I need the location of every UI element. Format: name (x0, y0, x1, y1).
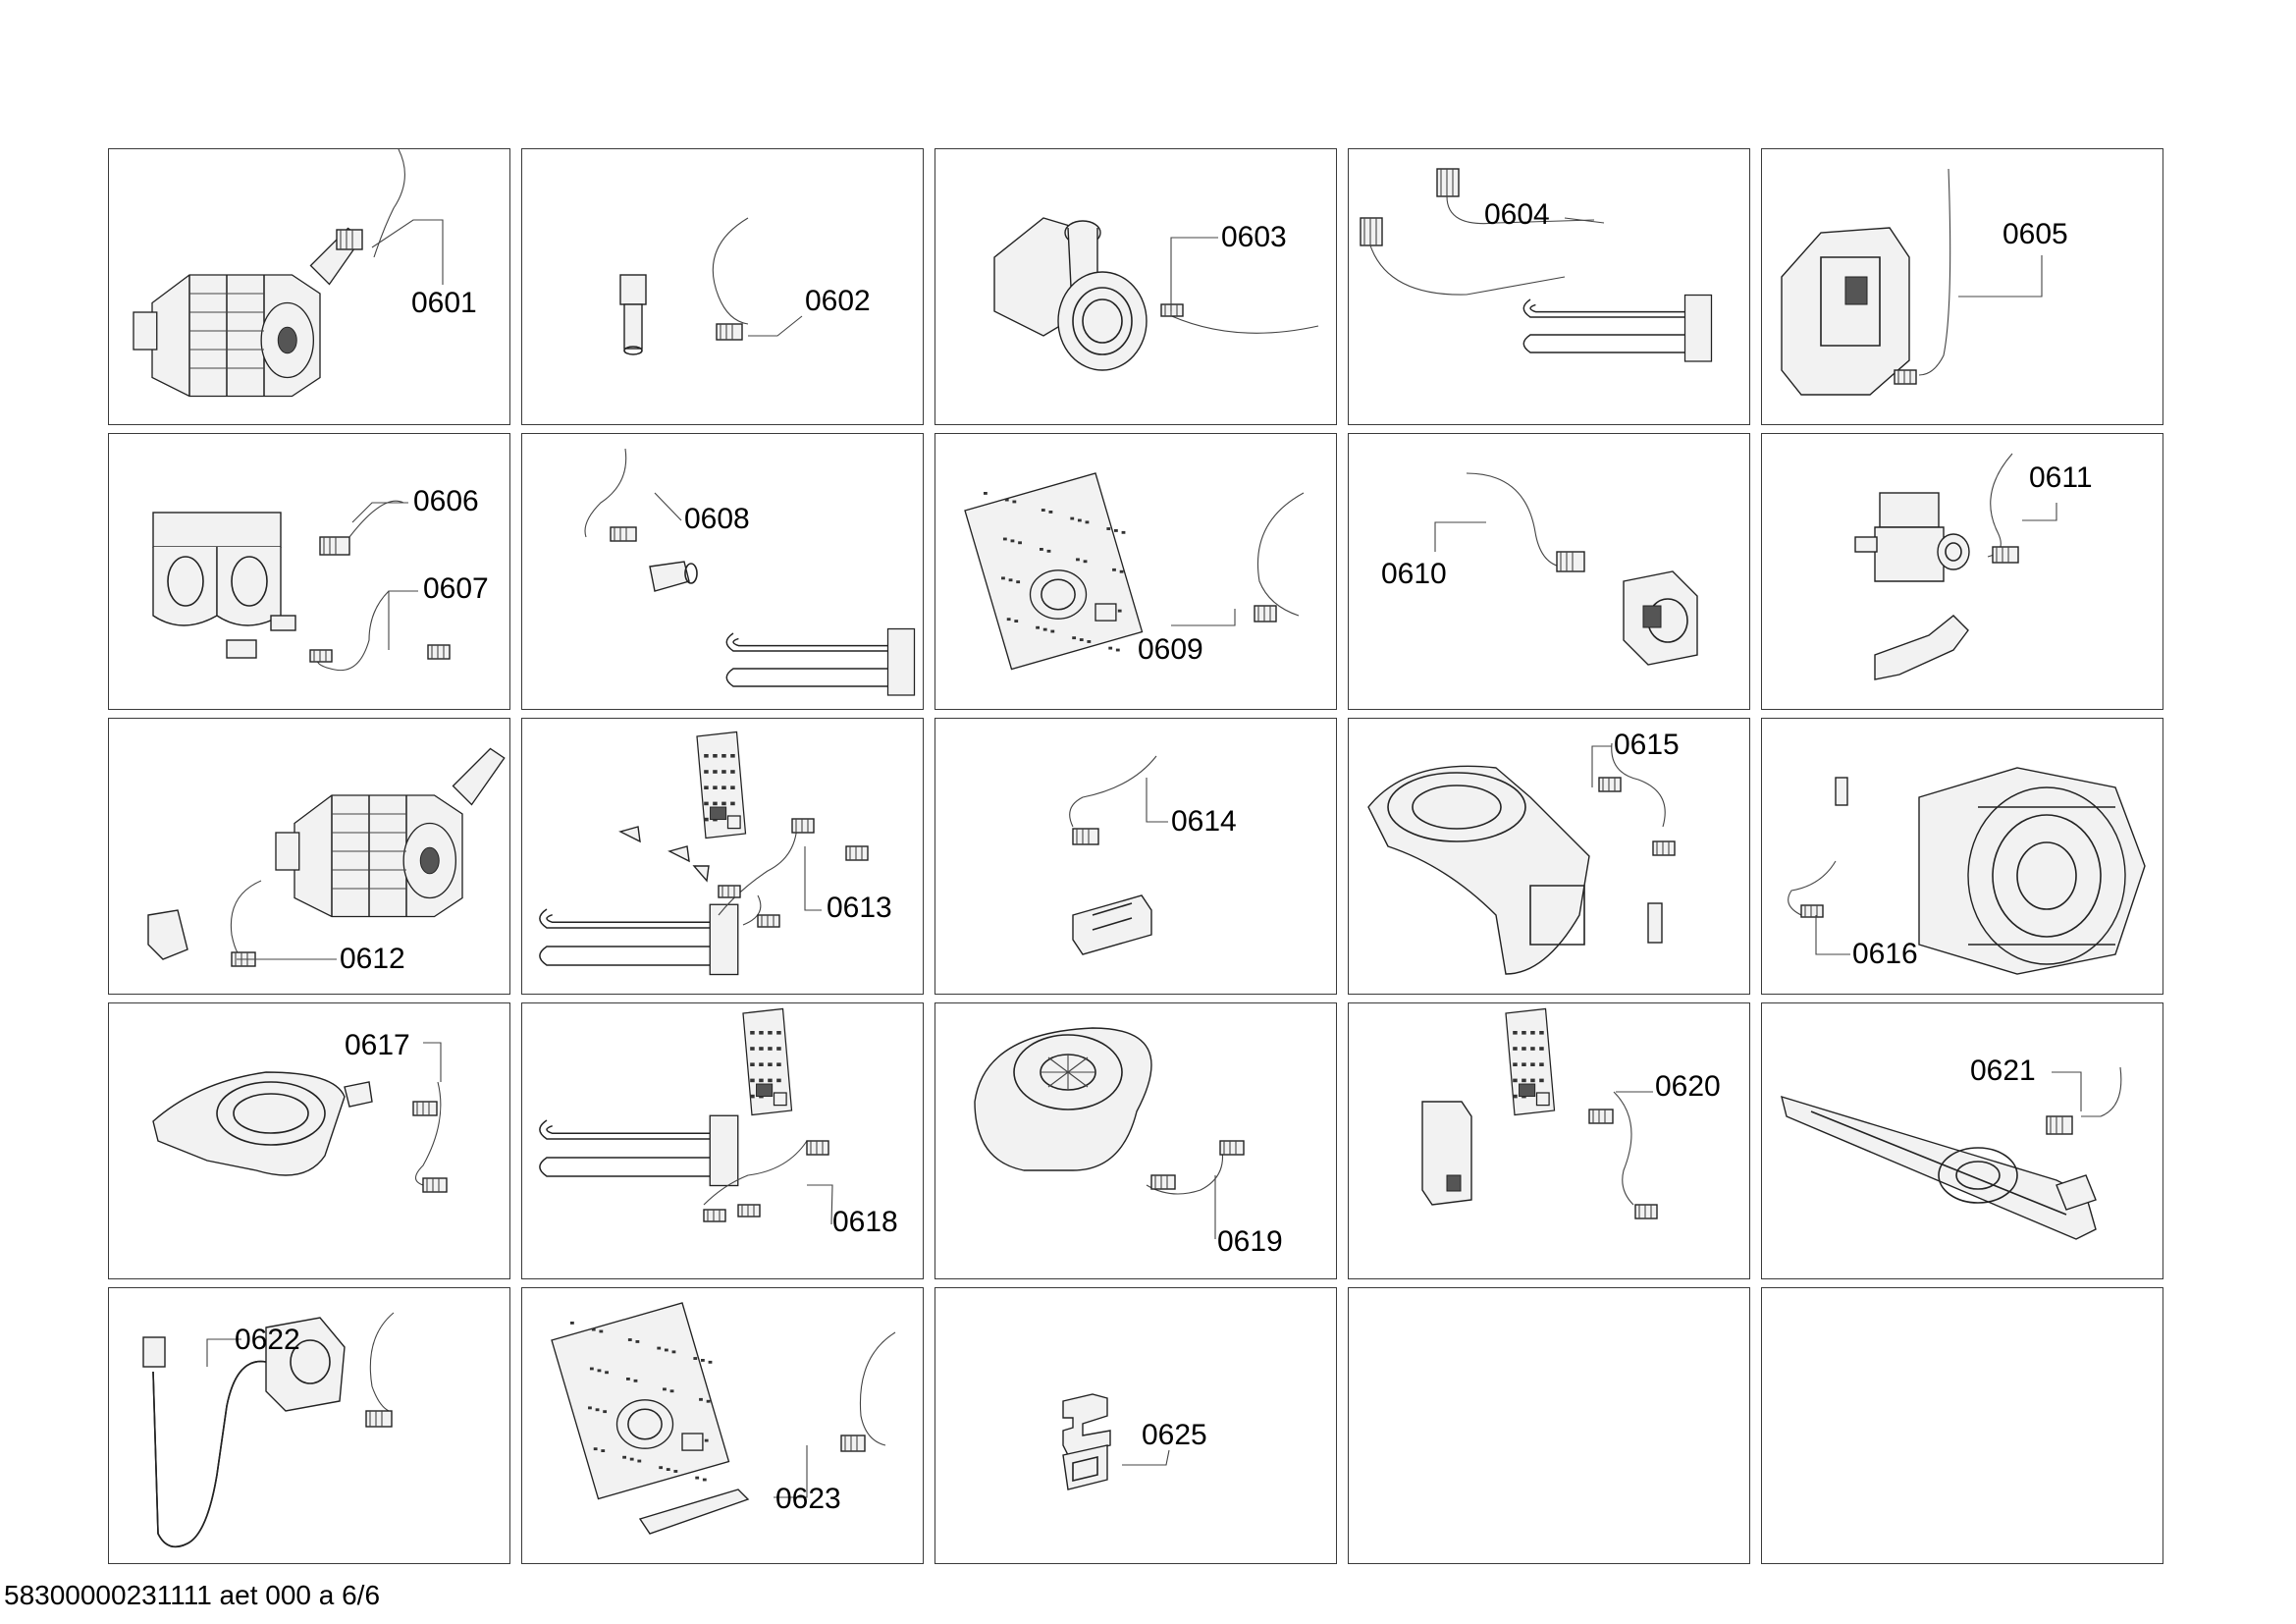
leader-line (1958, 255, 2043, 298)
part-number-label: 0608 (684, 503, 750, 535)
bracket-cable-icon (1069, 755, 1157, 955)
part-panel-0621: 0621 (1761, 1002, 2163, 1279)
leader-line (1591, 745, 1612, 787)
tub-half-icon (1367, 742, 1676, 975)
leader-line (1122, 1449, 1170, 1466)
part-number-label: 0612 (340, 943, 405, 975)
module-pair-icon (1421, 1007, 1658, 1219)
module-cable-icon (1781, 168, 1951, 396)
part-number-label: 0614 (1171, 805, 1237, 838)
leader-line (2052, 1071, 2082, 1111)
leader-line (423, 1042, 442, 1082)
drawing-reference: 58300000231111 aet 000 a 6/6 (4, 1580, 381, 1610)
part-number-label: 0606 (413, 485, 479, 517)
leader-line (2022, 503, 2057, 521)
part-panel-0619: 0619 (934, 1002, 1337, 1279)
part-number-label: 0604 (1484, 198, 1550, 231)
empty-panel (1761, 1287, 2163, 1564)
part-panel-0612: 0612 (108, 718, 510, 995)
part-number-label: 0621 (1970, 1055, 2036, 1087)
heater-board-icon (539, 731, 869, 976)
heater-cable-icon (584, 448, 916, 696)
part-number-label: 0611 (2029, 461, 2093, 494)
part-panel-0605: 0605 (1761, 148, 2163, 425)
leader-line (388, 590, 418, 650)
leader-line (1815, 915, 1850, 955)
leader-line (804, 846, 822, 911)
leader-line (1146, 778, 1168, 823)
drain-pump-icon (993, 217, 1319, 371)
leader-line (748, 315, 803, 337)
part-panel-0604: 0604 (1348, 148, 1750, 425)
leader-line (206, 1338, 241, 1367)
part-number-label: 0609 (1138, 633, 1203, 666)
part-panel-0608: 0608 (521, 433, 924, 710)
leader-line (807, 1184, 833, 1225)
part-number-label: 0615 (1614, 729, 1680, 761)
part-panel-0609: 0609 (934, 433, 1337, 710)
part-number-label: 0617 (345, 1029, 410, 1061)
part-number-label: 0603 (1221, 221, 1287, 253)
leader-line (1171, 609, 1236, 626)
leader-line (774, 1445, 808, 1498)
part-panel-0610: 0610 (1348, 433, 1750, 710)
clip-icon (1062, 1393, 1111, 1490)
heater-cable-icon (1360, 168, 1713, 362)
part-panel-0618: 0618 (521, 1002, 924, 1279)
valve-cable-icon (1854, 453, 2019, 680)
leader-line (1434, 521, 1486, 552)
heater-board-icon (539, 1007, 829, 1222)
part-panel-0601: 0601 (108, 148, 510, 425)
part-number-label: 0613 (827, 892, 892, 924)
control-board-icon (964, 472, 1305, 671)
rail-icon (1781, 1066, 2122, 1240)
part-panel-0622: 0622 (108, 1287, 510, 1564)
door-lock-icon (1466, 472, 1698, 666)
hose-pump-icon (142, 1312, 395, 1548)
drum-icon (1788, 767, 2146, 975)
part-number-label: 0623 (775, 1483, 841, 1515)
part-panel-0620: 0620 (1348, 1002, 1750, 1279)
part-panel-0615: 0615 (1348, 718, 1750, 995)
part-panel-0606-0607: 0606 0607 (108, 433, 510, 710)
part-number-label: 0605 (2002, 218, 2068, 250)
part-number-label: 0610 (1381, 558, 1447, 590)
control-board-icon (551, 1302, 896, 1535)
leader-line (1564, 217, 1605, 224)
leader-line (654, 492, 682, 521)
part-number-label: 0620 (1655, 1070, 1721, 1103)
fan-housing-icon (974, 1027, 1245, 1195)
part-panel-0625: 0625 (934, 1287, 1337, 1564)
part-number-label: 0602 (805, 285, 871, 317)
part-panel-0623: 0623 (521, 1287, 924, 1564)
tub-half-icon (152, 1071, 448, 1193)
part-panel-0602: 0602 (521, 148, 924, 425)
leader-line (1170, 237, 1218, 311)
part-number-label: 0616 (1852, 938, 1918, 970)
part-panel-0614: 0614 (934, 718, 1337, 995)
leader-line (351, 502, 408, 523)
part-number-label: 0619 (1217, 1225, 1283, 1258)
sensor-cable-icon (619, 217, 749, 355)
part-number-label: 0607 (423, 572, 489, 605)
part-panel-0616: 0616 (1761, 718, 2163, 995)
motor-icon (133, 148, 405, 398)
part-number-label: 0601 (411, 287, 477, 319)
part-panel-0611: 0611 (1761, 433, 2163, 710)
leader-line (371, 219, 444, 285)
part-panel-0617: 0617 (108, 1002, 510, 1279)
empty-panel (1348, 1287, 1750, 1564)
part-number-label: 0625 (1142, 1419, 1207, 1451)
motor-icon (147, 747, 506, 967)
valve-block-icon (152, 500, 451, 672)
part-number-label: 0618 (832, 1206, 898, 1238)
part-panel-0613: 0613 (521, 718, 924, 995)
part-panel-0603: 0603 (934, 148, 1337, 425)
part-number-label: 0622 (235, 1324, 300, 1356)
